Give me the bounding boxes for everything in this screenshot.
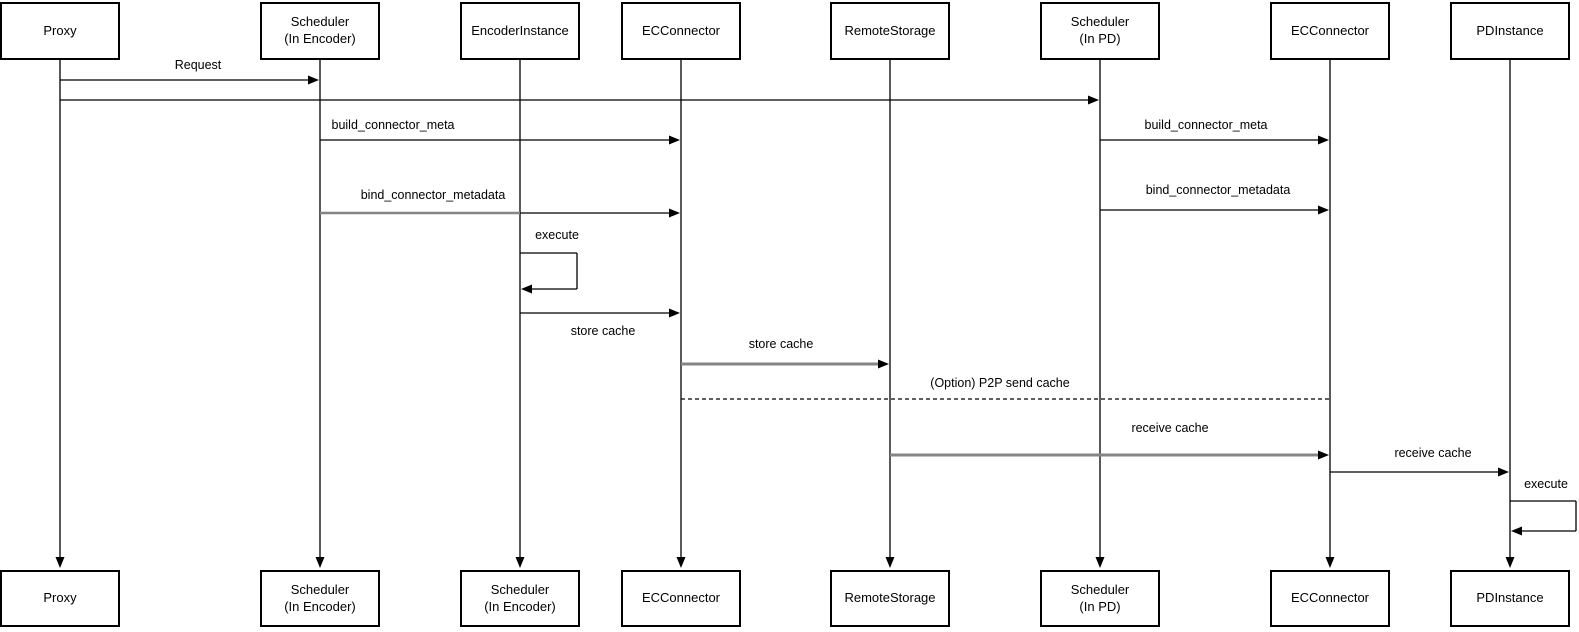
message-6-execute-label: execute [535, 228, 579, 242]
message-3-build-connector-meta-label: build_connector_meta [1144, 118, 1268, 132]
message-3-build-connector-meta-arrowhead [1318, 135, 1329, 145]
message-11-receive-cache-arrowhead [1498, 467, 1509, 477]
message-12-execute-arrowhead [1511, 526, 1522, 536]
participant-bottom-box-scheduler-encoder: Scheduler (In Encoder) [260, 570, 380, 627]
message-8-store-cache-arrowhead [878, 359, 889, 369]
message-0-request-label: Request [174, 58, 222, 72]
lifeline-end-arrowhead-proxy [55, 557, 65, 568]
message-9-option-p2p-send-cache-label: (Option) P2P send cache [930, 376, 1070, 390]
lifeline-end-arrowhead-scheduler-pd [1095, 557, 1105, 568]
message-2-build-connector-meta-arrowhead [669, 135, 680, 145]
lifeline-end-arrowhead-encoder-instance [515, 557, 525, 568]
participant-bottom-box-pd-instance: PDInstance [1450, 570, 1570, 627]
participant-bottom-box-remote-storage: RemoteStorage [830, 570, 950, 627]
participant-top-box-scheduler-pd: Scheduler (In PD) [1040, 2, 1160, 60]
message-4-bind-connector-metadata-label: bind_connector_metadata [360, 188, 506, 202]
participant-top-box-remote-storage: RemoteStorage [830, 2, 950, 60]
participant-top-box-pd-instance: PDInstance [1450, 2, 1570, 60]
lifeline-end-arrowhead-ec-connector-encoder [676, 557, 686, 568]
message-12-execute-label: execute [1524, 477, 1568, 491]
participant-top-box-ec-connector-encoder: ECConnector [621, 2, 741, 60]
participant-top-box-proxy: Proxy [0, 2, 120, 60]
lifeline-end-arrowhead-ec-connector-pd [1325, 557, 1335, 568]
message-4-bind-connector-metadata-arrowhead [669, 208, 680, 218]
message-11-receive-cache-label: receive cache [1394, 446, 1472, 460]
participant-top-box-ec-connector-pd: ECConnector [1270, 2, 1390, 60]
participant-bottom-box-scheduler-pd: Scheduler (In PD) [1040, 570, 1160, 627]
lifeline-end-arrowhead-pd-instance [1505, 557, 1515, 568]
participant-bottom-box-proxy: Proxy [0, 570, 120, 627]
message-0-request-arrowhead [308, 75, 319, 85]
message-7-store-cache-arrowhead [669, 308, 680, 318]
lifeline-end-arrowhead-scheduler-encoder [315, 557, 325, 568]
message-6-execute-arrowhead [521, 284, 532, 294]
message-5-bind-connector-metadata-label: bind_connector_metadata [1145, 183, 1291, 197]
participant-bottom-box-ec-connector-pd: ECConnector [1270, 570, 1390, 627]
message-5-bind-connector-metadata-arrowhead [1318, 205, 1329, 215]
message-8-store-cache-label: store cache [748, 337, 814, 351]
participant-bottom-box-ec-connector-encoder: ECConnector [621, 570, 741, 627]
message-2-build-connector-meta-label: build_connector_meta [331, 118, 455, 132]
participant-top-box-encoder-instance: EncoderInstance [460, 2, 580, 60]
participant-bottom-box-encoder-instance: Scheduler (In Encoder) [460, 570, 580, 627]
message-10-receive-cache-label: receive cache [1131, 421, 1209, 435]
lifeline-end-arrowhead-remote-storage [885, 557, 895, 568]
message-10-receive-cache-arrowhead [1318, 450, 1329, 460]
participant-top-box-scheduler-encoder: Scheduler (In Encoder) [260, 2, 380, 60]
message-1-unlabeled-arrowhead [1088, 95, 1099, 105]
message-7-store-cache-label: store cache [570, 324, 636, 338]
